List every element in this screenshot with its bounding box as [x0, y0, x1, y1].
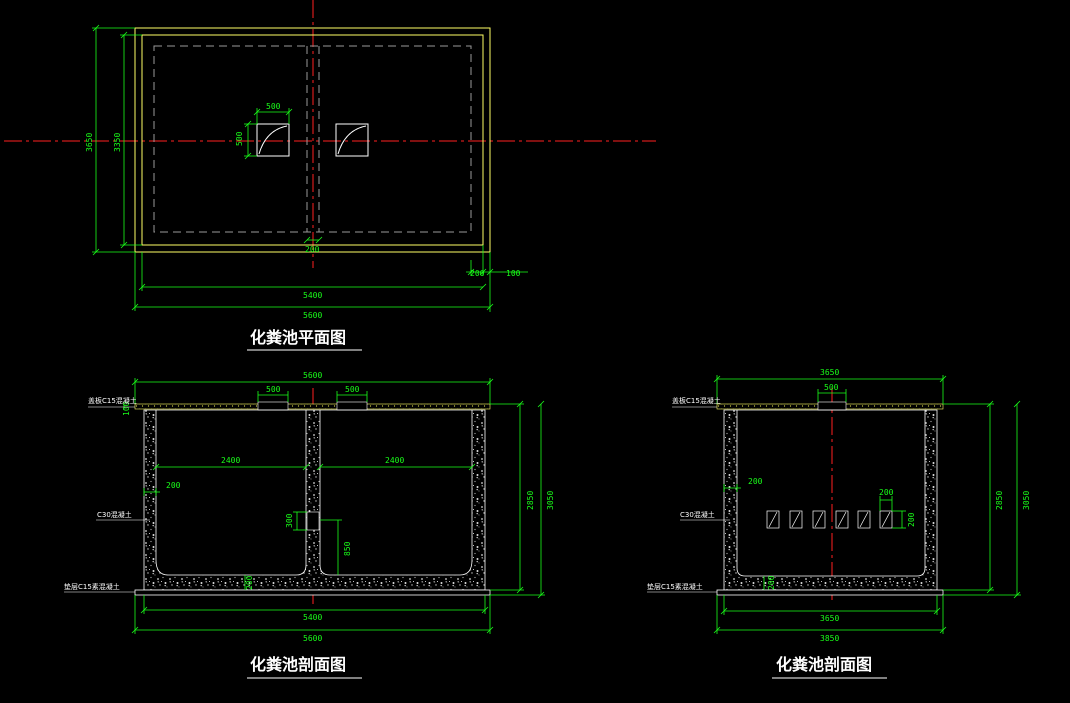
plan-opening-left-arc: [258, 125, 288, 155]
section-long-concrete-walls: [143, 409, 486, 591]
plan-opening-right-arc: [337, 125, 367, 155]
plan-opening-left: [256, 123, 290, 157]
section-long-view: 5600 500 500 100 2400 2400 200 300 850 2…: [64, 371, 555, 679]
section-long-dim-lines: [123, 378, 545, 634]
section-cross-dim-opening: 500: [824, 383, 839, 392]
section-long-dim-top: 5600: [303, 371, 322, 380]
section-long-base-layer: [134, 589, 491, 596]
section-long-label-wall: C30混凝土: [97, 510, 132, 519]
section-long-dim-opening-right: 500: [345, 385, 360, 394]
section-cross-dim-outer-height: 3050: [1022, 491, 1031, 510]
section-long-dim-opening-left: 500: [266, 385, 281, 394]
section-long-title: 化粪池剖面图: [250, 655, 346, 674]
plan-dim-outer-width: 5600: [303, 311, 322, 320]
section-long-dim-chamber-right: 2400: [385, 456, 404, 465]
plan-title: 化粪池平面图: [250, 328, 346, 347]
section-long-opening-right: [336, 401, 368, 411]
plan-view: 500 500 3650 3350 200 200 100 5400 5600 …: [4, 0, 656, 351]
plan-dim-opening-height: 500: [235, 131, 244, 146]
section-cross-view: 3650 500 200 200 200 200 2850 3050 3650 …: [647, 368, 1031, 679]
section-cross-title: 化粪池剖面图: [776, 655, 872, 674]
plan-dim-inner-height: 3350: [113, 133, 122, 152]
section-long-dim-wall-thickness: 200: [166, 481, 181, 490]
section-long-dim-inner-height: 2850: [526, 491, 535, 510]
plan-opening-right: [335, 123, 369, 157]
section-long-dim-bottom-inner: 5400: [303, 613, 322, 622]
plan-dim-edge-200: 200: [470, 269, 485, 278]
section-long-dim-chamber-left: 2400: [221, 456, 240, 465]
section-cross-concrete-walls: [723, 409, 938, 591]
section-long-partition-opening: [306, 511, 320, 531]
plan-outer-outline: [134, 27, 491, 253]
section-cross-label-cover: 盖板C15混凝土: [672, 396, 721, 405]
plan-inner-outline: [141, 34, 484, 246]
section-long-dim-outer-height: 3050: [546, 491, 555, 510]
section-long-dim-partition-opening: 300: [285, 513, 294, 528]
plan-dim-outer-height: 3650: [85, 133, 94, 152]
section-cross-dim-hole-width: 200: [879, 488, 894, 497]
section-long-dim-partition-height: 850: [343, 541, 352, 556]
section-cross-partition-holes: [766, 510, 893, 529]
section-cross-dim-hole-height: 200: [907, 512, 916, 527]
section-long-cover-slab: [134, 403, 491, 410]
section-long-dim-bottom-outer: 5600: [303, 634, 322, 643]
plan-dim-lines: [92, 24, 528, 312]
section-cross-dim-top: 3650: [820, 368, 839, 377]
section-cross-label-base: 垫层C15素混凝土: [647, 582, 703, 591]
plan-dim-edge-100: 100: [506, 269, 521, 278]
plan-dim-wall-center: 200: [305, 245, 320, 254]
section-long-dim-floor-thickness: 200: [245, 575, 254, 590]
section-cross-dim-floor-thickness: 200: [767, 575, 776, 590]
section-cross-dim-wall-thickness: 200: [748, 477, 763, 486]
section-cross-dim-inner-height: 2850: [995, 491, 1004, 510]
section-cross-dim-bottom-outer: 3850: [820, 634, 839, 643]
section-long-label-cover: 盖板C15混凝土: [88, 396, 137, 405]
plan-hidden-chamber: [153, 45, 472, 233]
section-cross-label-wall: C30混凝土: [680, 510, 715, 519]
section-long-label-base: 垫层C15素混凝土: [64, 582, 120, 591]
plan-dim-inner-width: 5400: [303, 291, 322, 300]
section-cross-base-layer: [716, 589, 944, 596]
section-long-dim-slab: 100: [122, 401, 131, 416]
section-long-opening-left: [257, 401, 289, 411]
section-cross-dim-bottom-inner: 3650: [820, 614, 839, 623]
plan-dim-opening-width: 500: [266, 102, 281, 111]
section-cross-opening: [817, 401, 847, 411]
section-cross-dim-lines: [713, 375, 1021, 634]
